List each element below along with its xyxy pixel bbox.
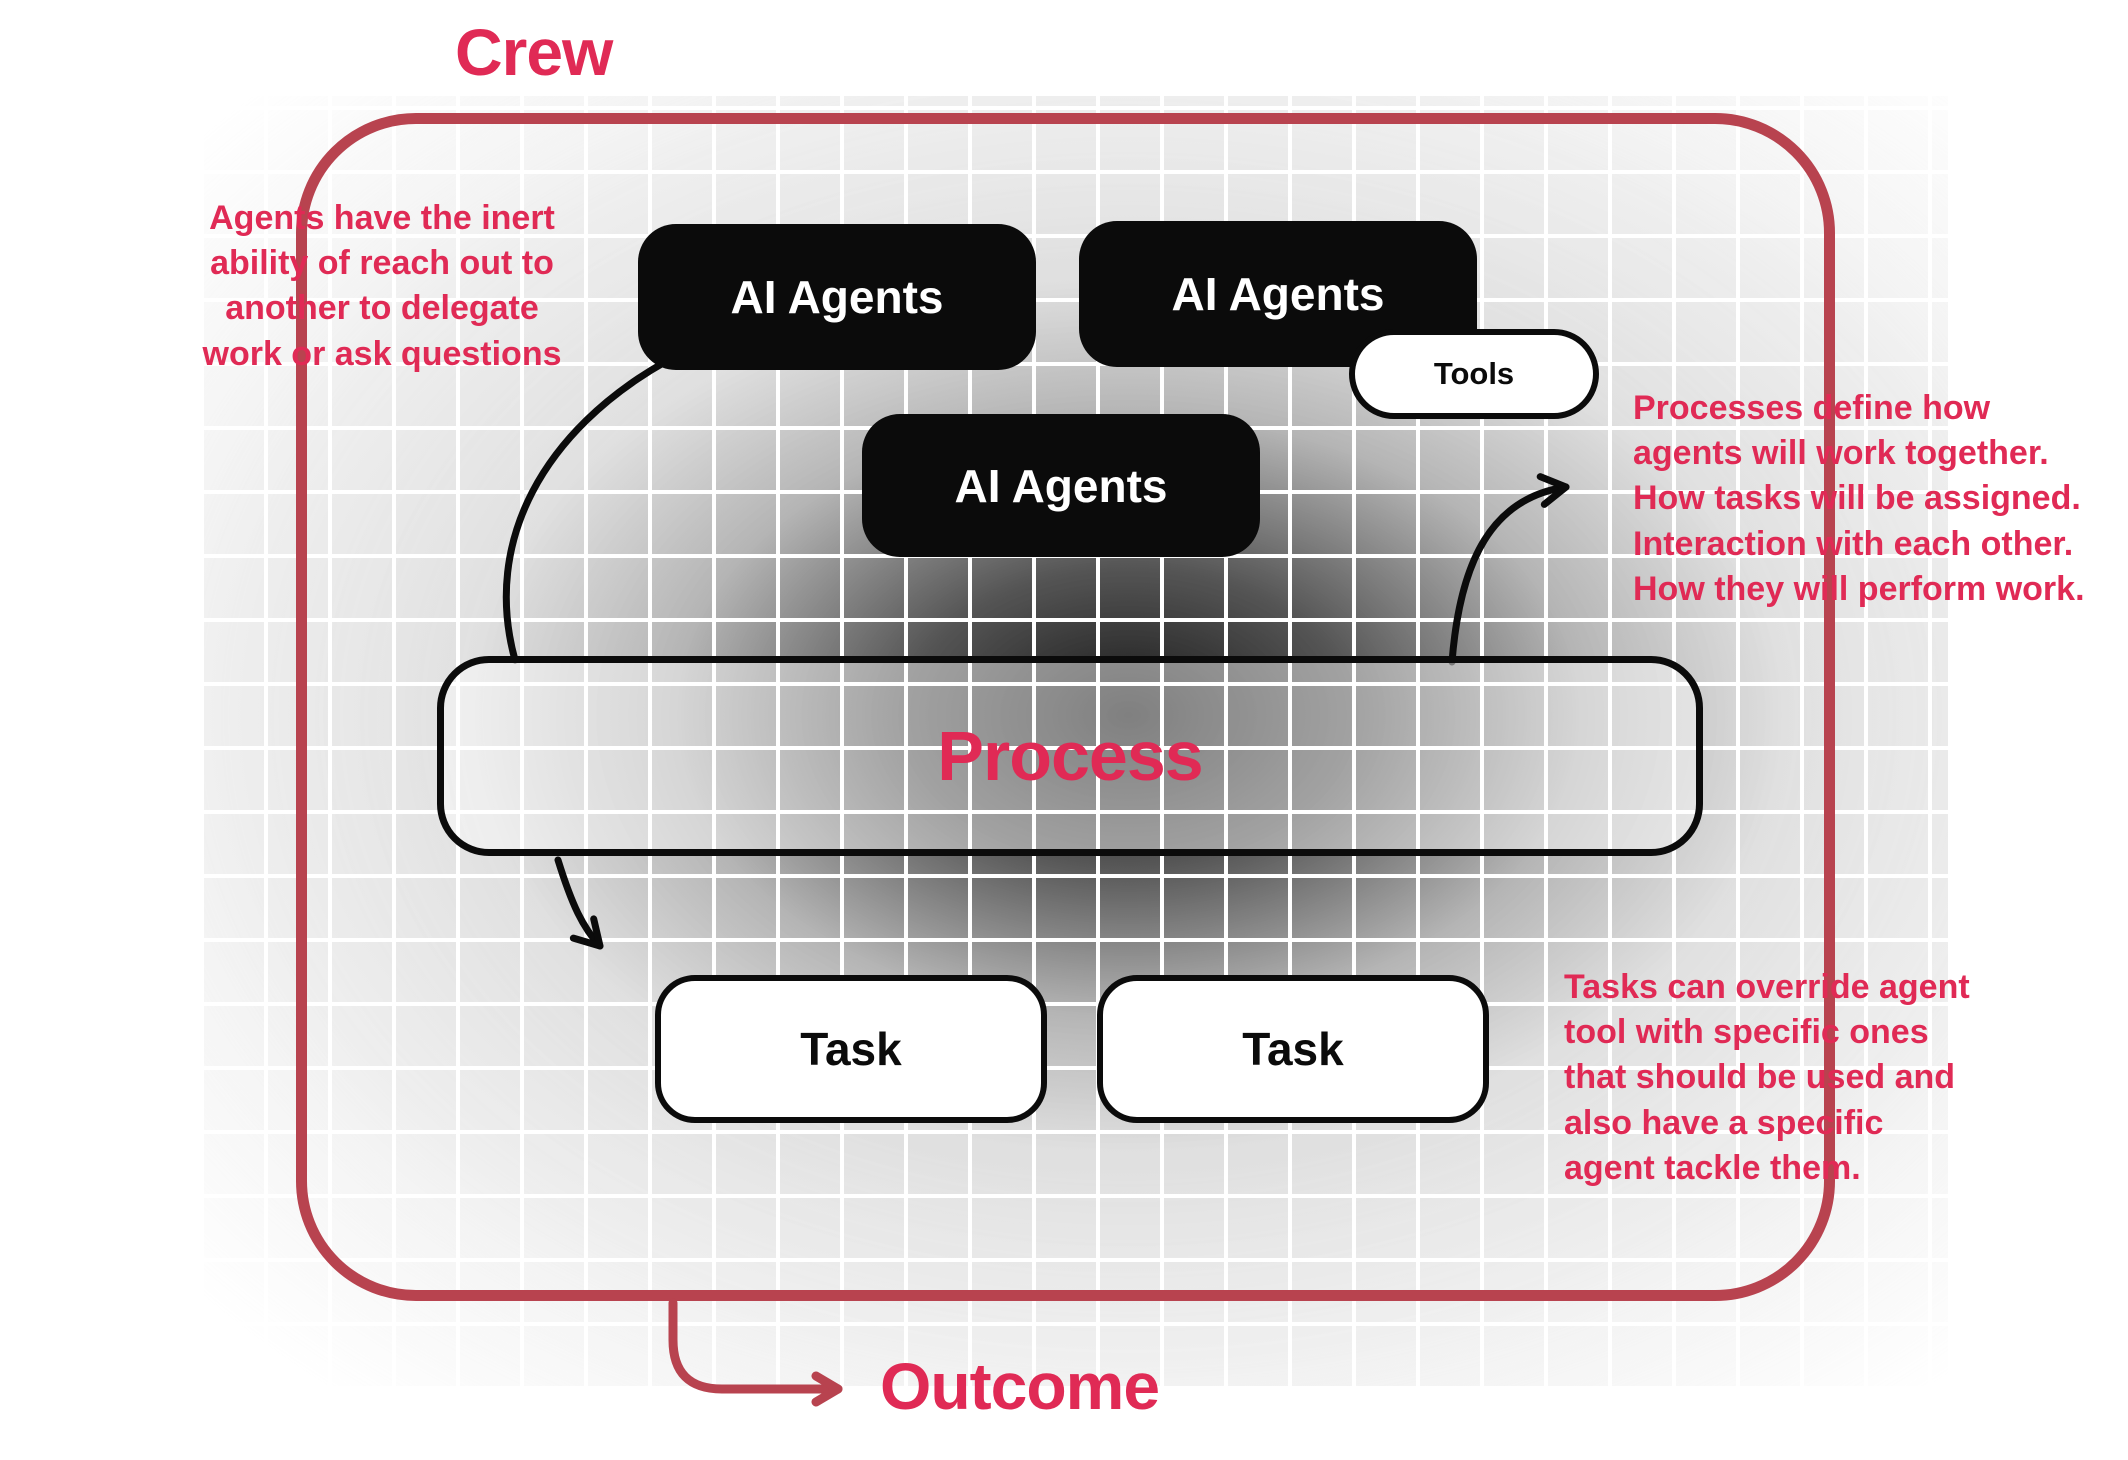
task-box-1: Task [655, 975, 1047, 1123]
crew-boundary-frame [296, 113, 1835, 1301]
annotation-tasks: Tasks can override agent tool with speci… [1564, 968, 1970, 1187]
crew-title: Crew [455, 15, 613, 89]
annotation-agents-delegation: Agents have the inert ability of reach o… [202, 199, 562, 373]
ai-agents-box-3: AI Agents [862, 414, 1260, 557]
annotation-processes: Processes define how agents will work to… [1633, 389, 2085, 608]
task-box-2: Task [1097, 975, 1489, 1123]
process-box: Process [437, 656, 1703, 856]
tools-box: Tools [1349, 329, 1599, 419]
outcome-label: Outcome [880, 1349, 1160, 1423]
grid-background [204, 96, 1948, 1386]
ai-agents-box-1: AI Agents [638, 224, 1036, 370]
